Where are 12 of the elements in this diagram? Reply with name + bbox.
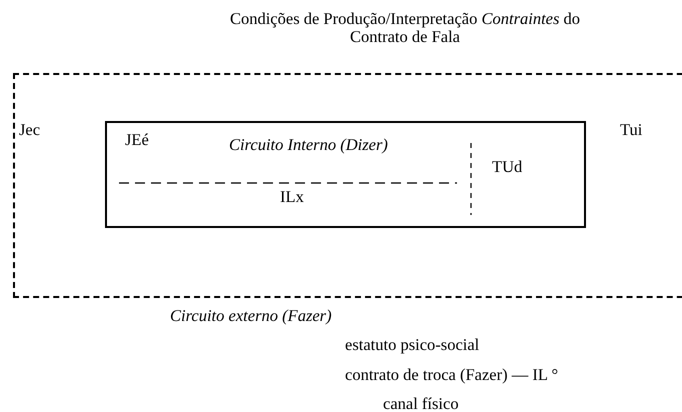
heading-text: Condições de Produção/Interpretação Contraintes do Contrato de Fala	[228, 10, 582, 46]
caption-text: Circuito externo (Fazer)	[170, 307, 333, 326]
label-text: Jec	[19, 121, 40, 140]
inner-box	[105, 121, 586, 228]
label-text: canal físico	[383, 395, 459, 412]
label-text: JEé	[125, 131, 149, 150]
circuit-title: Circuito Interno (Dizer)	[229, 136, 389, 154]
label-text: estatuto psico-social	[345, 336, 480, 354]
label-text: contrato de troca (Fazer) — IL °	[345, 366, 558, 384]
label-text: Tui	[620, 121, 642, 140]
label-text: TUd	[492, 158, 522, 176]
label-text: ILx	[280, 188, 304, 206]
